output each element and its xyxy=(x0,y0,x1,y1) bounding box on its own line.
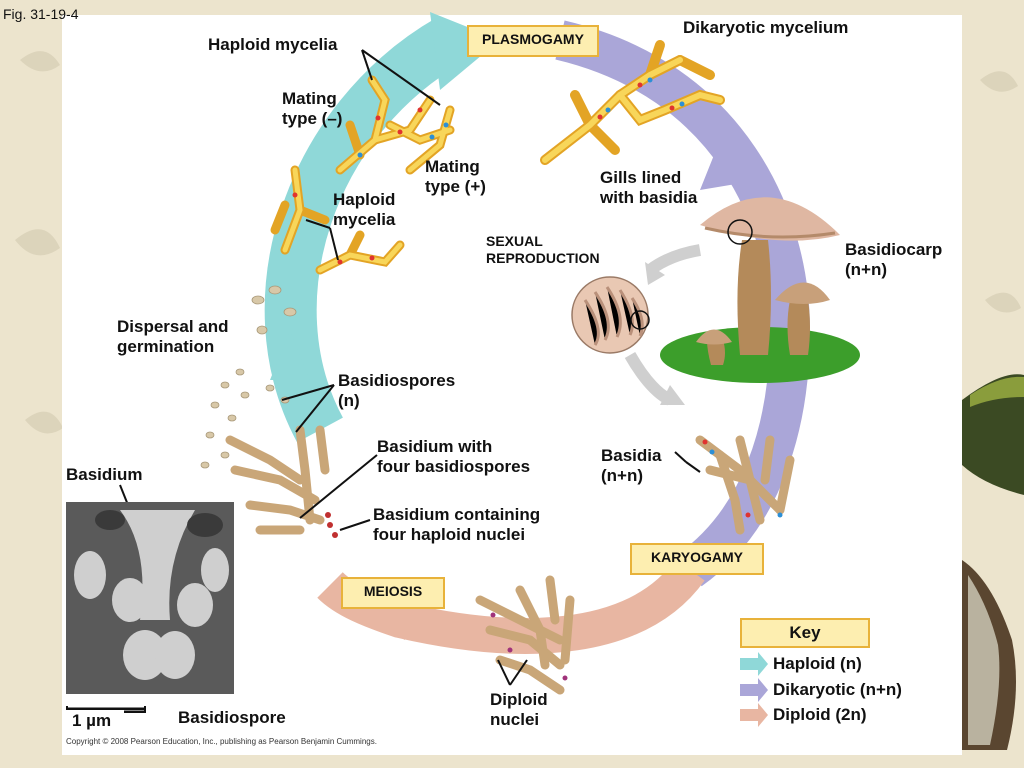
haploid-mycelia-mid-line2: mycelia xyxy=(333,210,396,229)
dispersal-line2: germination xyxy=(117,337,215,356)
haploid-arrowhead xyxy=(430,12,500,90)
label-mating-type-plus: Mating type (+) xyxy=(425,157,486,197)
haploid-mycelia-mid-line1: Haploid xyxy=(333,190,396,209)
key-item-haploid: Haploid (n) xyxy=(773,654,862,673)
label-basidiocarp: Basidiocarp (n+n) xyxy=(845,240,942,280)
mushroom-stalk xyxy=(737,240,771,355)
label-gills: Gills lined with basidia xyxy=(600,168,697,208)
basidiocarp-line2: (n+n) xyxy=(845,260,888,279)
sexual-reproduction-line1: SEXUAL xyxy=(486,233,543,249)
basidiospores-line2: (n) xyxy=(338,391,360,410)
stage-meiosis: MEIOSIS xyxy=(341,577,445,609)
gills-line2: with basidia xyxy=(600,188,698,207)
label-basidium-nuclei: Basidium containing four haploid nuclei xyxy=(373,505,540,545)
basidiospores-line1: Basidiospores xyxy=(338,371,456,390)
basidium-four-spores-line2: four basidiospores xyxy=(377,457,531,476)
key-dikaryotic-arrow xyxy=(740,678,768,702)
mushroom-cap xyxy=(700,197,840,241)
basidium-four-spores-line1: Basidium with xyxy=(377,437,493,456)
label-basidium: Basidium xyxy=(66,465,143,484)
mating-plus-line1: Mating xyxy=(425,157,480,176)
label-basidium-four-spores: Basidium with four basidiospores xyxy=(377,437,530,477)
copyright-text: Copyright © 2008 Pearson Education, Inc.… xyxy=(66,737,377,746)
basidia-line2: (n+n) xyxy=(601,466,644,485)
scale-label: 1 µm xyxy=(72,711,112,730)
basidia-cluster-left xyxy=(225,425,330,535)
stage-karyogamy: KARYOGAMY xyxy=(630,543,764,575)
mating-minus-line2: type (–) xyxy=(282,109,343,128)
basidium-nuclei-line2: four haploid nuclei xyxy=(373,525,526,544)
sexual-reproduction-line2: REPRODUCTION xyxy=(486,250,600,266)
label-diploid-nuclei: Diploid nuclei xyxy=(490,690,548,730)
key-haploid-arrow xyxy=(740,652,768,676)
stage-plasmogamy: PLASMOGAMY xyxy=(467,25,599,57)
basidium-nuclei-line1: Basidium containing xyxy=(373,505,541,524)
key-title: Key xyxy=(740,618,870,648)
key-item-dikaryotic: Dikaryotic (n+n) xyxy=(773,680,902,699)
label-dikaryotic-mycelium: Dikaryotic mycelium xyxy=(683,18,849,37)
label-basidiospore: Basidiospore xyxy=(178,708,286,727)
diploid-nuclei-line2: nuclei xyxy=(490,710,540,729)
dispersal-line1: Dispersal and xyxy=(117,317,229,336)
figure-id: Fig. 31-19-4 xyxy=(3,6,79,22)
sexual-reproduction-label: SEXUAL REPRODUCTION xyxy=(486,233,600,267)
gills-line1: Gills lined xyxy=(600,168,682,187)
basidiocarp-line1: Basidiocarp xyxy=(845,240,943,259)
label-mating-type-minus: Mating type (–) xyxy=(282,89,342,129)
label-haploid-mycelia-mid: Haploid mycelia xyxy=(333,190,395,230)
basidia-line1: Basidia xyxy=(601,446,662,465)
label-haploid-mycelia-top: Haploid mycelia xyxy=(208,35,338,54)
key-item-diploid: Diploid (2n) xyxy=(773,705,867,724)
basidiospores xyxy=(200,285,297,469)
mating-minus-line1: Mating xyxy=(282,89,337,108)
label-basidia: Basidia (n+n) xyxy=(601,446,661,486)
diploid-nuclei-line1: Diploid xyxy=(490,690,548,709)
label-dispersal: Dispersal and germination xyxy=(117,317,229,357)
basidia-cluster-bottom xyxy=(475,575,575,695)
mating-plus-line2: type (+) xyxy=(425,177,486,196)
label-basidiospores: Basidiospores (n) xyxy=(338,371,455,411)
key-diploid-arrow xyxy=(740,703,768,727)
